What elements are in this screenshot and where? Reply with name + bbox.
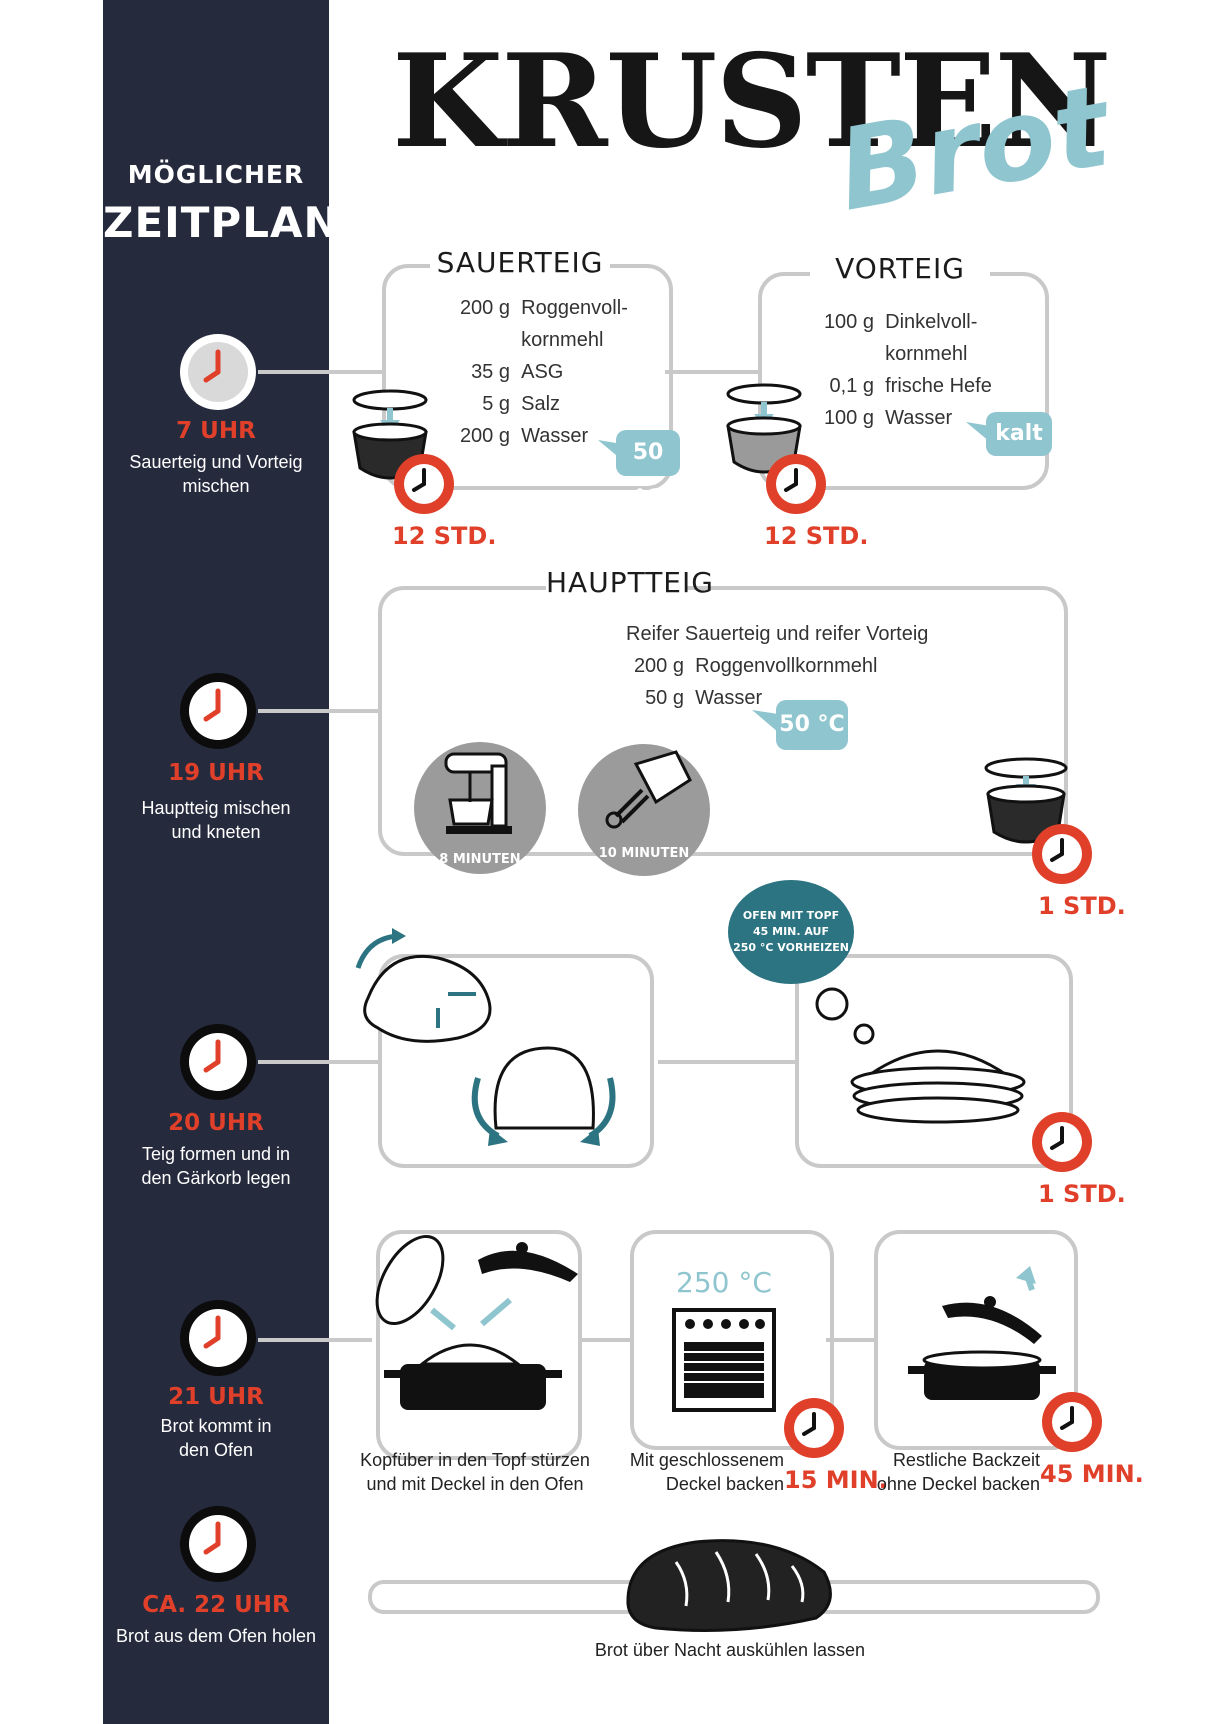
sidebar-heading-small: MÖGLICHER <box>127 160 305 189</box>
formen-card <box>378 954 654 1168</box>
proofing-basket-icon <box>850 1049 1026 1124</box>
hauptteig-duration: 1 STD. <box>1038 892 1126 920</box>
timer-icon <box>1032 1112 1092 1172</box>
gaerkorb-card <box>795 954 1073 1168</box>
sauerteig-temp-bubble: 50 °C <box>616 430 680 511</box>
timer-icon <box>1032 824 1092 884</box>
preheat-thought-bubble: OFEN MIT TOPF 45 MIN. AUF 250 °C VORHEIZ… <box>728 880 854 984</box>
step-label-5: Brot aus dem Ofen holen <box>115 1626 317 1646</box>
sidebar-heading-big: ZEITPLAN <box>103 198 340 247</box>
cooling-caption: Brot über Nacht auskühlen lassen <box>594 1640 866 1660</box>
title-krusten: KRUSTEN <box>392 27 1111 177</box>
oven-temp: 250 °C <box>676 1266 772 1299</box>
backen-step2-duration: 15 MIN. <box>784 1466 888 1494</box>
hand-mixer-time: 10 MINUTEN <box>598 846 690 861</box>
sauerteig-title: SAUERTEIG <box>430 246 610 279</box>
hand-mixer-icon <box>578 744 710 876</box>
formen-duration: 1 STD. <box>1038 1180 1126 1208</box>
step-time-4: 21 UHR <box>168 1384 264 1410</box>
shaping-dough-icon <box>355 928 616 1146</box>
bubble-tail-icon <box>598 440 622 460</box>
step-time-5: CA. 22 UHR <box>142 1592 290 1618</box>
timer-icon <box>1042 1392 1102 1452</box>
hauptteig-ingredients: 200 g Roggenvollkornmehl 50 g Wasser <box>633 655 878 709</box>
clock-icon <box>180 334 256 410</box>
backen-step3-duration: 45 MIN. <box>1040 1460 1144 1488</box>
step-time-2: 19 UHR <box>168 760 264 786</box>
vorteig-title: VORTEIG <box>810 252 990 285</box>
vorteig-temp-bubble: kalt <box>986 412 1052 456</box>
hauptteig-temp-bubble: 50 °C <box>776 700 848 750</box>
backen-step3-card <box>874 1230 1078 1450</box>
step-time-3: 20 UHR <box>168 1110 264 1136</box>
pot-without-lid-icon <box>908 1266 1056 1400</box>
pot-with-lid-icon <box>375 1234 578 1410</box>
bubble-tail-icon <box>752 710 778 732</box>
clock-icon <box>180 1506 256 1582</box>
oven-icon <box>672 1308 776 1412</box>
clock-icon <box>180 673 256 749</box>
clock-icon <box>180 1300 256 1376</box>
hauptteig-intro: Reifer Sauerteig und reifer Vorteig <box>626 623 929 645</box>
bread-icon <box>626 1539 832 1632</box>
timer-icon <box>784 1398 844 1458</box>
thought-dots-icon <box>815 987 875 1045</box>
clock-icon <box>180 1024 256 1100</box>
stand-mixer-icon <box>414 742 546 874</box>
step-time-1: 7 UHR <box>176 418 256 444</box>
backen-step1-card <box>376 1230 582 1460</box>
bowl-icon <box>984 757 1068 844</box>
sauerteig-ingredients: 200 g Roggenvoll- kornmehl 35 g ASG 5 g … <box>459 297 628 447</box>
timeline-sidebar <box>103 0 329 1724</box>
timer-icon <box>766 454 826 514</box>
hauptteig-card <box>378 586 1068 856</box>
vorteig-duration: 12 STD. <box>764 522 869 550</box>
vorteig-ingredients: 100 g Dinkelvoll- kornmehl 0,1 g frische… <box>823 311 992 429</box>
hauptteig-title: HAUPTTEIG <box>546 566 714 599</box>
bubble-tail-icon <box>966 422 990 442</box>
sauerteig-duration: 12 STD. <box>392 522 497 550</box>
timer-icon <box>394 454 454 514</box>
backen-step2-card <box>630 1230 834 1450</box>
mixer-time: 8 MINUTEN <box>439 852 521 867</box>
